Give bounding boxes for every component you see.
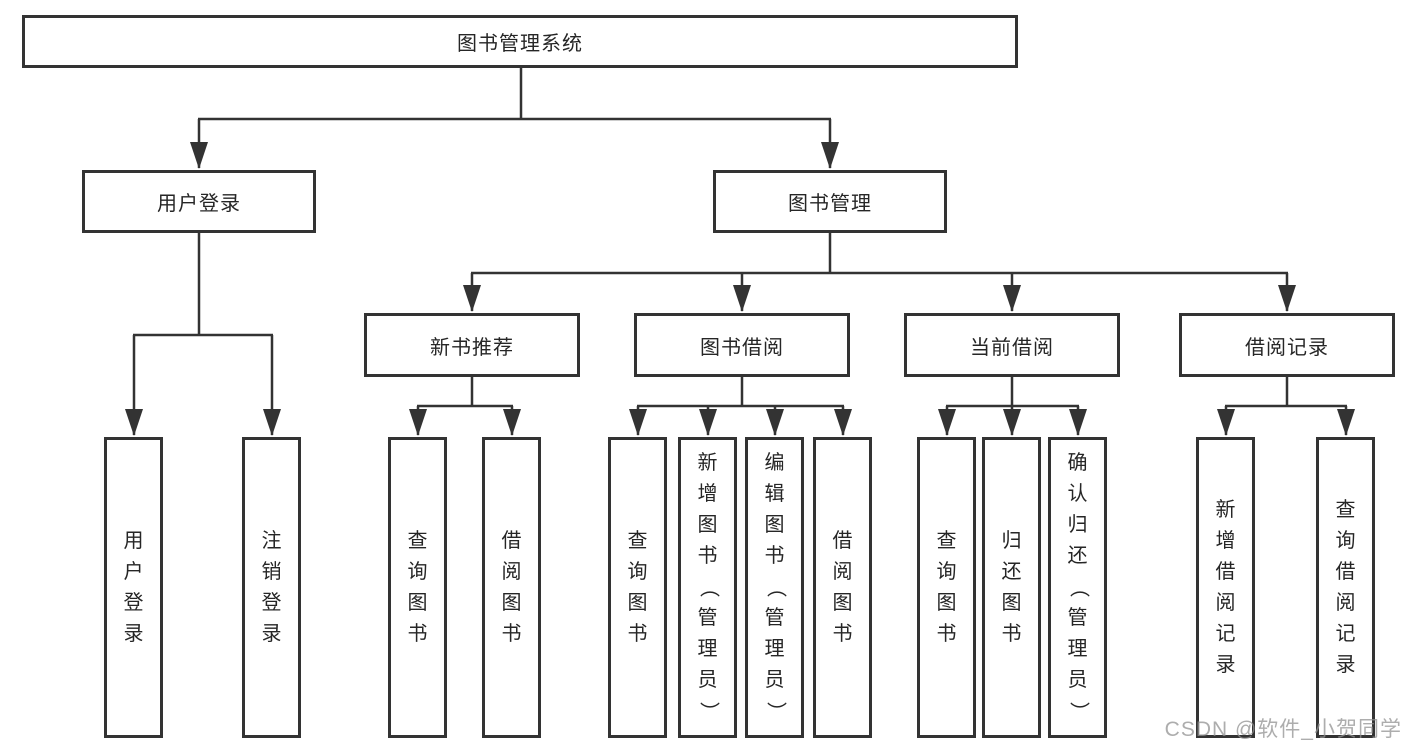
node-book-borrowing: 图书借阅 <box>634 313 850 377</box>
node-book-borrowing-label: 图书借阅 <box>700 336 784 359</box>
node-new-book-recommend: 新书推荐 <box>364 313 580 377</box>
leaf-nb-borrow-books-label: 借阅图书 <box>501 529 522 645</box>
leaf-bb-add-books-admin-label: 新增图书（管理员） <box>697 452 719 722</box>
leaf-cb-return-books: 归还图书 <box>982 437 1041 738</box>
leaf-bb-borrow-books-label: 借阅图书 <box>832 529 853 645</box>
leaf-logout-label: 注销登录 <box>261 529 282 645</box>
leaf-logout: 注销登录 <box>242 437 301 738</box>
leaf-rec-add-record-label: 新增借阅记录 <box>1215 498 1236 676</box>
leaf-rec-query-record-label: 查询借阅记录 <box>1335 498 1356 676</box>
leaf-rec-query-record: 查询借阅记录 <box>1316 437 1375 738</box>
leaf-bb-add-books-admin: 新增图书（管理员） <box>678 437 737 738</box>
node-book-management-label: 图书管理 <box>788 193 872 215</box>
leaf-nb-borrow-books: 借阅图书 <box>482 437 541 738</box>
leaf-bb-edit-books-admin-label: 编辑图书（管理员） <box>764 452 786 722</box>
leaf-cb-confirm-return-admin: 确认归还（管理员） <box>1048 437 1107 738</box>
node-current-borrowing-label: 当前借阅 <box>970 336 1054 359</box>
node-borrowing-records: 借阅记录 <box>1179 313 1395 377</box>
node-new-book-recommend-label: 新书推荐 <box>430 336 514 359</box>
leaf-bb-query-books: 查询图书 <box>608 437 667 738</box>
leaf-cb-query-books: 查询图书 <box>917 437 976 738</box>
leaf-nb-query-books-label: 查询图书 <box>407 529 428 645</box>
node-borrowing-records-label: 借阅记录 <box>1245 336 1329 359</box>
leaf-cb-query-books-label: 查询图书 <box>936 529 957 645</box>
node-user-login: 用户登录 <box>82 170 316 233</box>
node-root-library-system: 图书管理系统 <box>22 15 1018 68</box>
leaf-user-login: 用户登录 <box>104 437 163 738</box>
leaf-bb-edit-books-admin: 编辑图书（管理员） <box>745 437 804 738</box>
csdn-watermark: CSDN @软件_小贺同学 <box>1164 718 1402 741</box>
leaf-rec-add-record: 新增借阅记录 <box>1196 437 1255 738</box>
leaf-nb-query-books: 查询图书 <box>388 437 447 738</box>
node-book-management: 图书管理 <box>713 170 947 233</box>
node-current-borrowing: 当前借阅 <box>904 313 1120 377</box>
leaf-user-login-label: 用户登录 <box>123 529 144 645</box>
leaf-bb-borrow-books: 借阅图书 <box>813 437 872 738</box>
node-user-login-label: 用户登录 <box>157 193 241 215</box>
leaf-cb-return-books-label: 归还图书 <box>1001 529 1022 645</box>
leaf-bb-query-books-label: 查询图书 <box>627 529 648 645</box>
node-root-label: 图书管理系统 <box>457 33 583 55</box>
leaf-cb-confirm-return-admin-label: 确认归还（管理员） <box>1067 452 1089 722</box>
